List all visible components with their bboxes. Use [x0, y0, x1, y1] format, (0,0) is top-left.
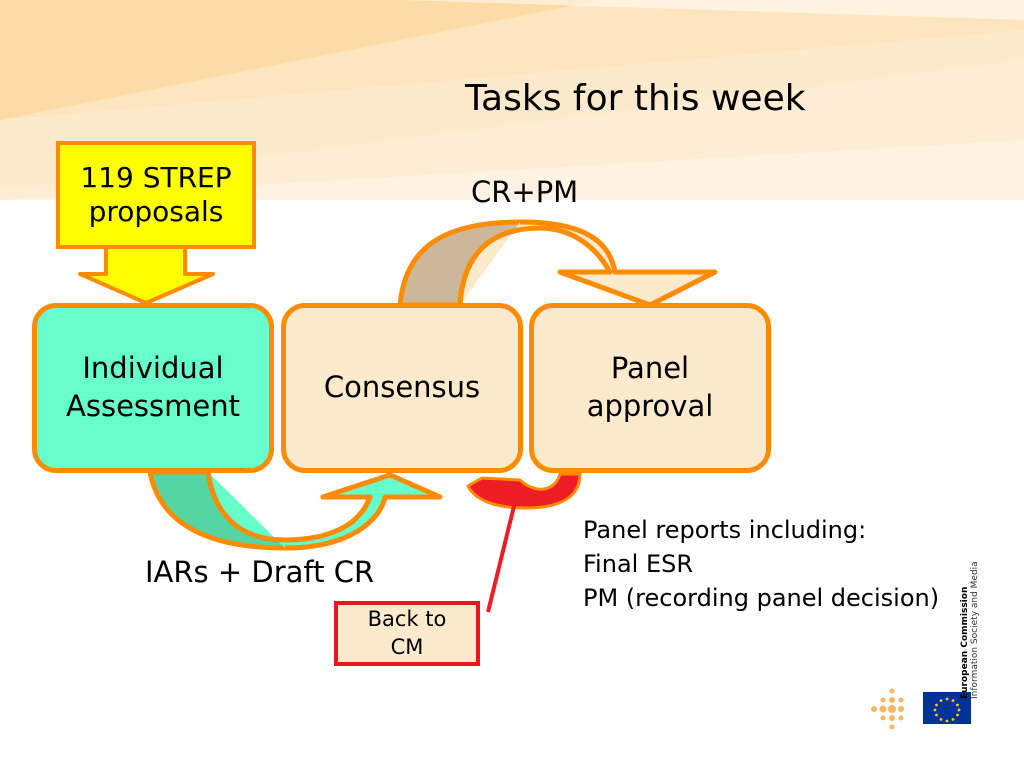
panel-reports-line: Panel reports including:	[583, 516, 867, 544]
back-to-cm-loop-arrow	[466, 472, 582, 510]
back-to-cm-label: Back to CM	[367, 607, 447, 659]
ec-dots-logo	[871, 688, 904, 730]
individual-assessment-label: Individual Assessment	[66, 351, 240, 423]
eu-flag-icon	[923, 692, 971, 724]
panel-approval-label: Panel approval	[586, 351, 714, 423]
european-commission-logo-text: European Commission Information Society …	[960, 559, 980, 699]
back-to-cm-connector	[486, 497, 518, 613]
iars-curved-arrow-head	[205, 471, 443, 551]
eu-flag-stars	[933, 697, 961, 723]
panel-approval-box: Panel approval	[529, 303, 771, 473]
consensus-box: Consensus	[281, 303, 523, 473]
ec-line1: European Commission	[960, 586, 970, 699]
slide-title: Tasks for this week	[465, 78, 806, 119]
header-stripe	[0, 0, 600, 120]
individual-assessment-box: Individual Assessment	[32, 303, 274, 473]
panel-reports-line: PM (recording panel decision)	[583, 584, 940, 612]
header-stripe	[400, 0, 1024, 20]
panel-reports-text: Panel reports including: Final ESR PM (r…	[583, 513, 939, 615]
strep-down-arrow	[78, 245, 215, 305]
header-stripe	[0, 30, 1024, 200]
panel-reports-line: Final ESR	[583, 550, 694, 578]
cr-pm-curved-arrow-head	[457, 219, 718, 308]
consensus-label: Consensus	[323, 370, 481, 405]
iars-draft-cr-label: IARs + Draft CR	[145, 555, 375, 589]
strep-proposals-label: 119 STREP proposals	[80, 161, 232, 228]
cr-pm-label: CR+PM	[471, 175, 579, 209]
strep-proposals-box: 119 STREP proposals	[56, 141, 256, 249]
ec-line2: Information Society and Media	[970, 561, 980, 699]
back-to-cm-box: Back to CM	[334, 601, 480, 666]
